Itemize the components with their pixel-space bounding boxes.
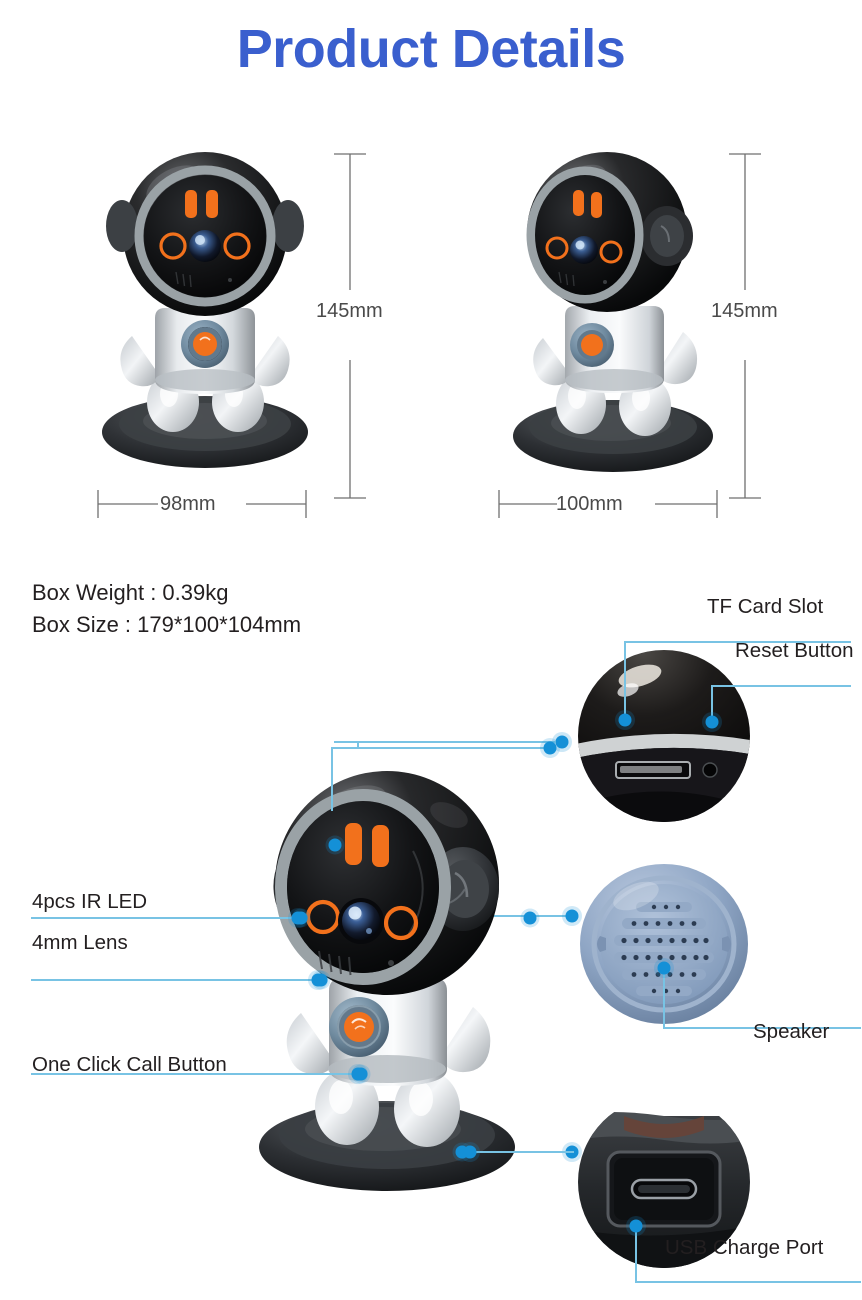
connector-dot-tf-card xyxy=(618,713,632,727)
dimension-angle-width xyxy=(497,488,719,520)
product-front-view xyxy=(70,140,340,480)
ir-led-left xyxy=(305,899,341,935)
seam-band xyxy=(578,733,750,760)
speaker-grille xyxy=(614,902,714,996)
indicator-bar-left xyxy=(573,190,584,216)
robot-front-illustration xyxy=(102,152,308,468)
ir-led-right xyxy=(223,232,251,260)
detail-inset-usb xyxy=(578,1096,750,1268)
ir-led-left xyxy=(545,236,569,260)
robot-wing-left xyxy=(120,336,160,387)
label-usb-charge-port: USB Charge Port xyxy=(665,1236,824,1259)
anchor-dot-ear-speaker xyxy=(520,908,540,928)
connector-dot-inset2-left xyxy=(565,909,579,923)
anchor-dot-ir-led xyxy=(291,908,311,928)
robot-ear-left xyxy=(106,200,138,252)
anchor-dot-head xyxy=(325,835,345,855)
connector-dot-reset xyxy=(705,715,719,729)
indicator-bar-left xyxy=(345,823,362,865)
anchor-dot-call-button xyxy=(351,1064,371,1084)
connector-dot-head-top xyxy=(543,741,557,755)
robot-main-illustration xyxy=(259,771,515,1191)
connector-dot-inset1-left xyxy=(555,735,569,749)
robot-angle-illustration xyxy=(513,152,713,472)
dimension-front-width-label: 98mm xyxy=(160,493,216,515)
indicator-bar-right xyxy=(372,825,389,867)
connector-dot-usb xyxy=(629,1219,643,1233)
product-angle-view xyxy=(485,140,745,480)
anchor-dot-lens xyxy=(311,970,331,990)
label-ir-led: 4pcs IR LED xyxy=(32,890,148,913)
robot-ear-right xyxy=(272,200,304,252)
visor-face xyxy=(535,175,635,295)
visor-rim xyxy=(134,165,276,307)
robot-wing-right xyxy=(250,336,290,387)
dimension-angle-height-label: 145mm xyxy=(711,300,778,322)
label-speaker: Speaker xyxy=(753,1020,830,1043)
callout-connector-head-riser xyxy=(330,738,570,812)
connector-dot-speaker xyxy=(657,961,671,975)
indicator-bar-right xyxy=(591,192,602,218)
anchor-dot-base xyxy=(452,1142,472,1162)
label-tf-card-slot: TF Card Slot xyxy=(707,595,824,618)
robot-wing-left xyxy=(286,1013,335,1075)
box-size-text: Box Size : 179*100*104mm xyxy=(32,612,302,637)
callout-connector-base-link xyxy=(460,1138,592,1168)
label-one-click-call-button: One Click Call Button xyxy=(32,1053,227,1076)
label-lens: 4mm Lens xyxy=(32,931,128,954)
detail-inset-tf-reset xyxy=(578,650,750,822)
camera-lens xyxy=(189,230,221,262)
ir-led-left xyxy=(159,232,187,260)
product-main-view xyxy=(235,755,565,1195)
dimension-front-height xyxy=(330,152,370,500)
reset-button-hole xyxy=(703,763,717,777)
indicator-bar-left xyxy=(185,190,197,218)
dimension-front-width xyxy=(96,488,308,520)
box-weight-text: Box Weight : 0.39kg xyxy=(32,580,229,605)
label-reset-button: Reset Button xyxy=(735,639,854,662)
dimension-front-height-label: 145mm xyxy=(316,300,383,322)
dimension-angle-height xyxy=(725,152,765,500)
detail-inset-speaker xyxy=(578,858,750,1030)
ir-led-right xyxy=(599,240,623,264)
visor-rim xyxy=(275,789,451,985)
dimension-angle-width-label: 100mm xyxy=(556,493,623,515)
robot-wing-right xyxy=(657,332,698,385)
ir-led-right xyxy=(383,905,419,941)
robot-wing-left xyxy=(533,338,571,386)
camera-lens xyxy=(570,236,598,264)
callout-connectors-speaker xyxy=(470,890,861,1060)
robot-wing-right xyxy=(440,1007,491,1073)
visor-rim xyxy=(526,166,644,304)
indicator-bar-right xyxy=(206,190,218,218)
page-title: Product Details xyxy=(236,19,626,79)
